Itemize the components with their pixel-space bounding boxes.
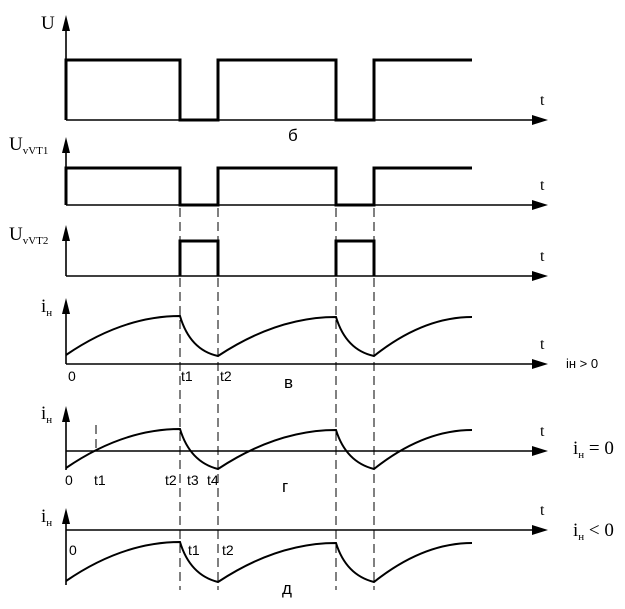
y-axis-label: UvVT1: [9, 134, 48, 157]
tick-label-t2: t2: [220, 368, 232, 384]
tick-label-t1: t1: [181, 368, 193, 384]
x-axis-label: t: [540, 177, 545, 194]
current-curve: [65, 427, 473, 471]
x-axis-arrow: [532, 359, 548, 369]
condition-rest: = 0: [584, 438, 614, 459]
tick-label-t1: t1: [94, 472, 106, 488]
x-axis-arrow: [532, 115, 548, 125]
y-axis-arrow: [62, 137, 70, 153]
y-axis-label-main: U: [9, 224, 23, 245]
tick-label-0: 0: [65, 472, 73, 488]
vt1-waveform: [64, 166, 472, 207]
panel-caption: д: [282, 579, 292, 598]
vt2-pulse-1: [178, 239, 220, 276]
x-axis-label: t: [540, 502, 545, 519]
current-curve: [65, 540, 473, 584]
panel-u: U t б: [41, 13, 548, 145]
tick-label-t2: t2: [165, 472, 177, 488]
condition-label: iн > 0: [566, 356, 598, 371]
y-axis-label: iн: [41, 506, 52, 529]
condition-sub: н: [578, 531, 584, 543]
y-axis-label-sub: н: [46, 307, 52, 319]
y-axis-label: iн: [41, 403, 52, 426]
y-axis-label-sub: vVT1: [23, 145, 49, 157]
y-axis-label-sub: н: [46, 517, 52, 529]
panel-g: iн t 0 t1 t2 t3 t4 г iн = 0: [41, 403, 614, 496]
x-axis-arrow: [532, 525, 548, 535]
x-axis-label: t: [540, 423, 545, 440]
y-axis-label: U: [41, 13, 55, 34]
tick-label-t3: t3: [187, 472, 199, 488]
x-axis-label: t: [540, 92, 545, 109]
tick-label-0: 0: [69, 542, 77, 558]
condition-label: iн = 0: [573, 438, 614, 461]
x-axis-arrow: [532, 200, 548, 210]
condition-main: i: [573, 438, 578, 459]
vt2-pulse-2: [334, 239, 376, 276]
y-axis-label-main: i: [41, 296, 46, 317]
y-axis-label-main: U: [9, 134, 23, 155]
panel-caption: в: [284, 373, 293, 392]
condition-sub: н: [578, 449, 584, 461]
y-axis-arrow: [62, 406, 70, 422]
condition-main: i: [573, 520, 578, 541]
condition-label: iн < 0: [573, 520, 614, 543]
y-axis-arrow: [62, 225, 70, 241]
current-curve: [65, 314, 473, 358]
y-axis-arrow: [62, 508, 70, 524]
x-axis-arrow: [532, 446, 548, 456]
panel-d: iн t 0 t1 t2 д iн < 0: [41, 502, 614, 598]
condition-rest: < 0: [584, 520, 614, 541]
y-axis-arrow: [62, 298, 70, 314]
tick-label-t2: t2: [222, 542, 234, 558]
panel-caption: б: [288, 126, 298, 145]
y-axis-label-main: i: [41, 506, 46, 527]
pulse-waveform: [64, 58, 472, 122]
panel-uvt2: UvVT2 t: [9, 224, 548, 281]
panel-v: iн t 0 t1 t2 в iн > 0: [41, 296, 598, 392]
panel-caption: г: [282, 477, 288, 496]
tick-label-0: 0: [68, 368, 76, 384]
y-axis-arrow: [62, 15, 70, 31]
y-axis-label-sub: vVT2: [23, 235, 49, 247]
y-axis-label-main: i: [41, 403, 46, 424]
y-axis-label: UvVT2: [9, 224, 48, 247]
guide-lines: [179, 180, 375, 590]
x-axis-arrow: [532, 271, 548, 281]
x-axis-label: t: [540, 336, 545, 353]
tick-label-t4: t4: [207, 472, 219, 488]
y-axis-label-sub: н: [46, 414, 52, 426]
x-axis-label: t: [540, 248, 545, 265]
y-axis-label: iн: [41, 296, 52, 319]
panel-uvt1: UvVT1 t: [9, 134, 548, 210]
tick-label-t1: t1: [188, 542, 200, 558]
